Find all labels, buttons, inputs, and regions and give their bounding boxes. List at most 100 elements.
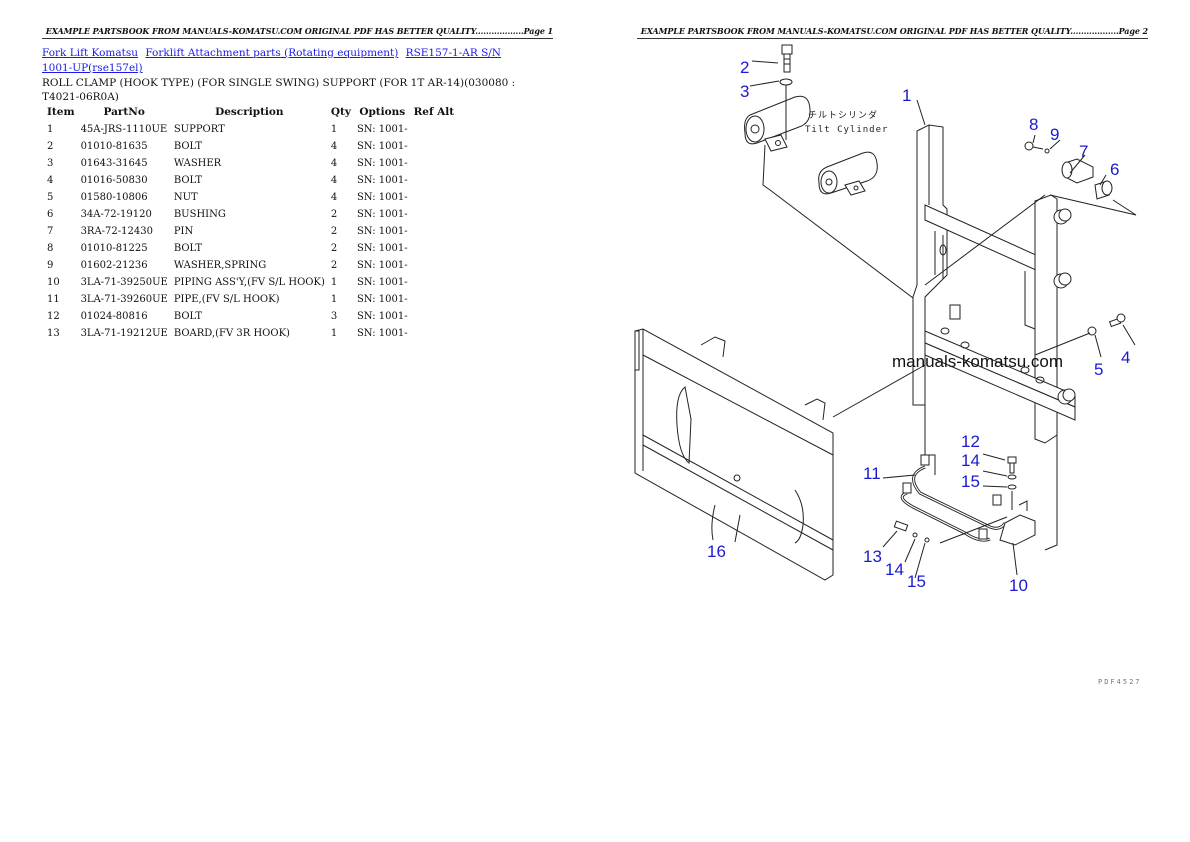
breadcrumb: Fork Lift Komatsu Forklift Attachment pa… xyxy=(42,46,522,76)
cell-partno: 3LA-71-19212UE xyxy=(80,328,168,339)
support-frame-icon xyxy=(912,124,1076,551)
cell-description: BOARD,(FV 3R HOOK) xyxy=(173,328,290,339)
cell-qty: 2 xyxy=(330,260,338,271)
table-row: 1 45A-JRS-1110UE SUPPORT 1 SN: 1001- xyxy=(44,121,457,138)
cell-description: NUT xyxy=(173,192,198,203)
cell-qty: 4 xyxy=(330,192,338,203)
table-row: 3 01643-31645 WASHER 4 SN: 1001- xyxy=(44,155,457,172)
cell-item: 2 xyxy=(47,141,54,152)
cell-partno: 01016-50830 xyxy=(80,175,148,186)
cell-item: 10 xyxy=(47,277,60,288)
table-row: 4 01016-50830 BOLT 4 SN: 1001- xyxy=(44,172,457,189)
callout-4: 4 xyxy=(1121,348,1130,367)
cell-refalt xyxy=(411,291,458,308)
bolt-washer-icon xyxy=(893,456,1017,543)
cell-item: 13 xyxy=(47,328,60,339)
cell-item: 3 xyxy=(47,158,54,169)
cell-options: SN: 1001- xyxy=(356,328,408,339)
cell-partno: 3LA-71-39250UE xyxy=(80,277,168,288)
col-header-refalt: Ref Alt xyxy=(413,106,455,118)
cell-partno: 3LA-71-39260UE xyxy=(80,294,168,305)
table-row: 13 3LA-71-19212UE BOARD,(FV 3R HOOK) 1 S… xyxy=(44,325,457,342)
cell-item: 9 xyxy=(47,260,54,271)
callout-16: 16 xyxy=(707,542,726,561)
table-row: 11 3LA-71-39260UE PIPE,(FV S/L HOOK) 1 S… xyxy=(44,291,457,308)
page-header: EXAMPLE PARTSBOOK FROM MANUALS-KOMATSU.C… xyxy=(42,26,553,39)
cell-description: WASHER xyxy=(173,158,222,169)
tilt-cylinder-jp-label: チルトシリンダ xyxy=(808,109,878,121)
bolt-small-icon xyxy=(1024,141,1044,151)
cell-qty: 4 xyxy=(330,141,338,152)
cell-item: 1 xyxy=(47,124,54,135)
cell-refalt xyxy=(411,172,458,189)
cell-options: SN: 1001- xyxy=(356,277,408,288)
cell-description: BOLT xyxy=(173,175,203,186)
table-row: 2 01010-81635 BOLT 4 SN: 1001- xyxy=(44,138,457,155)
tilt-cylinder-lower-icon xyxy=(818,151,878,196)
tilt-cylinder-upper-icon xyxy=(744,95,811,152)
cell-qty: 4 xyxy=(330,175,338,186)
cell-refalt xyxy=(411,121,458,138)
cell-qty: 2 xyxy=(330,209,338,220)
cell-description: PIPING ASS'Y,(FV S/L HOOK) xyxy=(173,277,325,288)
breadcrumb-link-category[interactable]: Forklift Attachment parts (Rotating equi… xyxy=(145,47,399,59)
callout-14-upper: 14 xyxy=(961,451,980,470)
cell-options: SN: 1001- xyxy=(356,124,408,135)
cell-description: BOLT xyxy=(173,243,203,254)
breadcrumb-link-model[interactable]: RSE157-1-AR S/N 1001-UP(rse157el) xyxy=(42,47,501,74)
cell-qty: 1 xyxy=(330,328,338,339)
cell-description: PIN xyxy=(173,226,194,237)
page-header: EXAMPLE PARTSBOOK FROM MANUALS-KOMATSU.C… xyxy=(637,26,1148,39)
cell-description: BOLT xyxy=(173,311,203,322)
cell-qty: 3 xyxy=(330,311,338,322)
bolt-nut-icon xyxy=(1087,313,1126,336)
callout-9: 9 xyxy=(1050,125,1059,144)
cell-options: SN: 1001- xyxy=(356,141,408,152)
callout-10: 10 xyxy=(1009,576,1028,595)
parts-table: Item PartNo Description Qty Options Ref … xyxy=(44,106,457,342)
pin-icon xyxy=(1061,158,1094,184)
cell-item: 12 xyxy=(47,311,60,322)
cell-partno: 01010-81225 xyxy=(80,243,148,254)
diagram-page: EXAMPLE PARTSBOOK FROM MANUALS-KOMATSU.C… xyxy=(595,0,1190,842)
table-row: 6 34A-72-19120 BUSHING 2 SN: 1001- xyxy=(44,206,457,223)
bushing-icon xyxy=(1094,180,1113,200)
callout-7: 7 xyxy=(1079,142,1088,161)
cell-qty: 1 xyxy=(330,124,338,135)
cell-options: SN: 1001- xyxy=(356,175,408,186)
col-header-partno: PartNo xyxy=(103,106,145,118)
table-row: 9 01602-21236 WASHER,SPRING 2 SN: 1001- xyxy=(44,257,457,274)
watermark: manuals-komatsu.com xyxy=(892,352,1063,371)
cell-refalt xyxy=(411,223,458,240)
cell-description: PIPE,(FV S/L HOOK) xyxy=(173,294,280,305)
callout-3: 3 xyxy=(740,82,749,101)
cell-qty: 4 xyxy=(330,158,338,169)
cell-refalt xyxy=(411,325,458,342)
callout-14-lower: 14 xyxy=(885,560,904,579)
hook-board-icon xyxy=(634,328,834,581)
table-row: 7 3RA-72-12430 PIN 2 SN: 1001- xyxy=(44,223,457,240)
cell-item: 8 xyxy=(47,243,54,254)
cell-partno: 01024-80816 xyxy=(80,311,148,322)
cell-refalt xyxy=(411,274,458,291)
cell-refalt xyxy=(411,138,458,155)
cell-qty: 2 xyxy=(330,243,338,254)
callout-12: 12 xyxy=(961,432,980,451)
breadcrumb-link-brand[interactable]: Fork Lift Komatsu xyxy=(42,47,138,59)
col-header-options: Options xyxy=(359,106,406,118)
cell-description: SUPPORT xyxy=(173,124,225,135)
table-row: 12 01024-80816 BOLT 3 SN: 1001- xyxy=(44,308,457,325)
parts-list-page: EXAMPLE PARTSBOOK FROM MANUALS-KOMATSU.C… xyxy=(42,26,553,342)
cell-options: SN: 1001- xyxy=(356,226,408,237)
callout-2: 2 xyxy=(740,58,749,77)
col-header-description: Description xyxy=(215,106,284,118)
cell-partno: 34A-72-19120 xyxy=(80,209,152,220)
cell-description: BOLT xyxy=(173,141,203,152)
callout-15-lower: 15 xyxy=(907,572,926,591)
cell-item: 7 xyxy=(47,226,54,237)
table-row: 8 01010-81225 BOLT 2 SN: 1001- xyxy=(44,240,457,257)
col-header-qty: Qty xyxy=(330,106,351,118)
cell-partno: 01580-10806 xyxy=(80,192,148,203)
cell-refalt xyxy=(411,240,458,257)
page-title: ROLL CLAMP (HOOK TYPE) (FOR SINGLE SWING… xyxy=(42,77,516,103)
